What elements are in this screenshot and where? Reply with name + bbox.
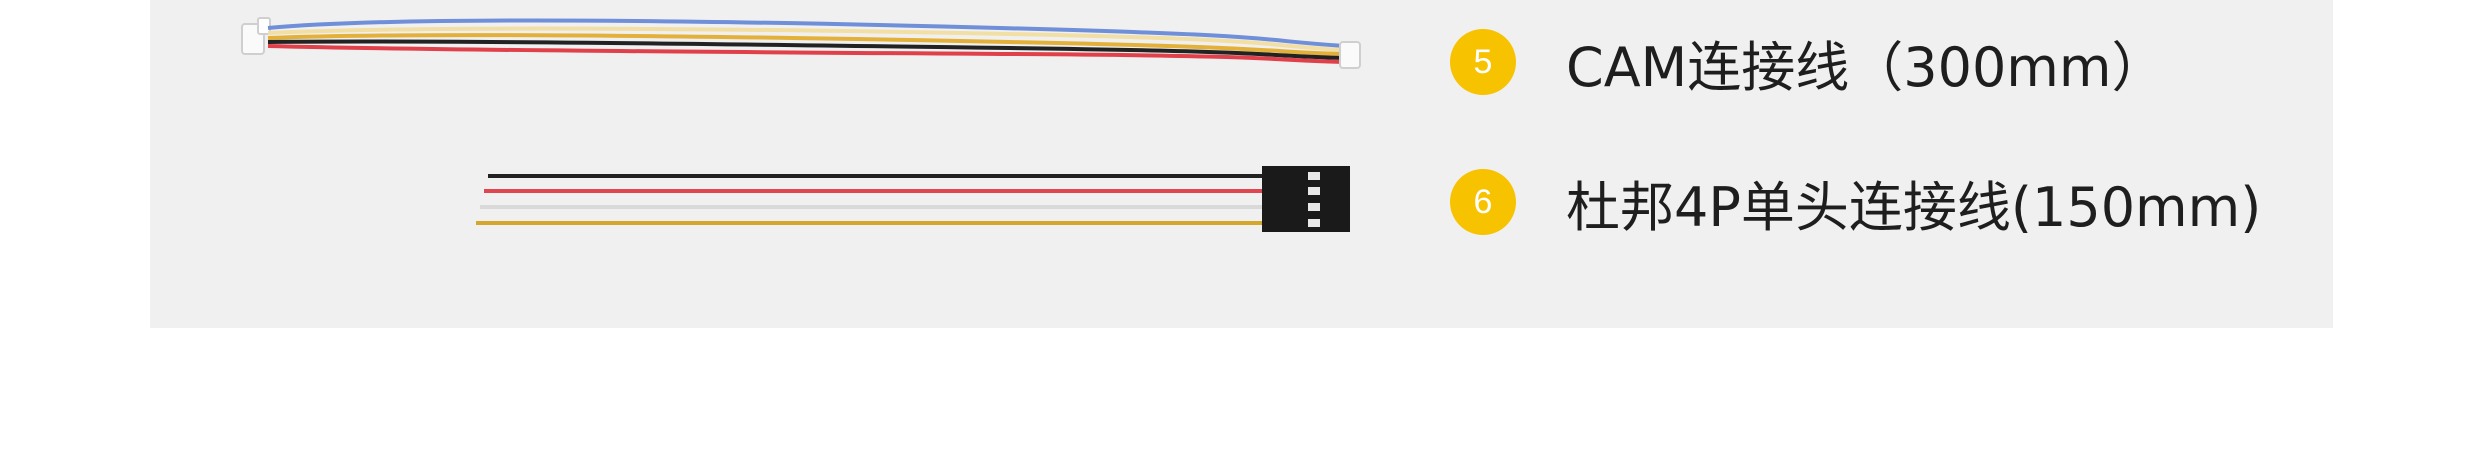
number-badge: 5 (1450, 29, 1516, 95)
accessory-item-5: 5 CAM连接线（300mm） (1450, 27, 2166, 99)
accessory-item-6: 6 杜邦4P单头连接线(150mm) (1450, 167, 2261, 239)
number-badge: 6 (1450, 169, 1516, 235)
accessory-label: 杜邦4P单头连接线(150mm) (1566, 175, 2262, 239)
accessory-label: CAM连接线（300mm） (1566, 35, 2166, 99)
